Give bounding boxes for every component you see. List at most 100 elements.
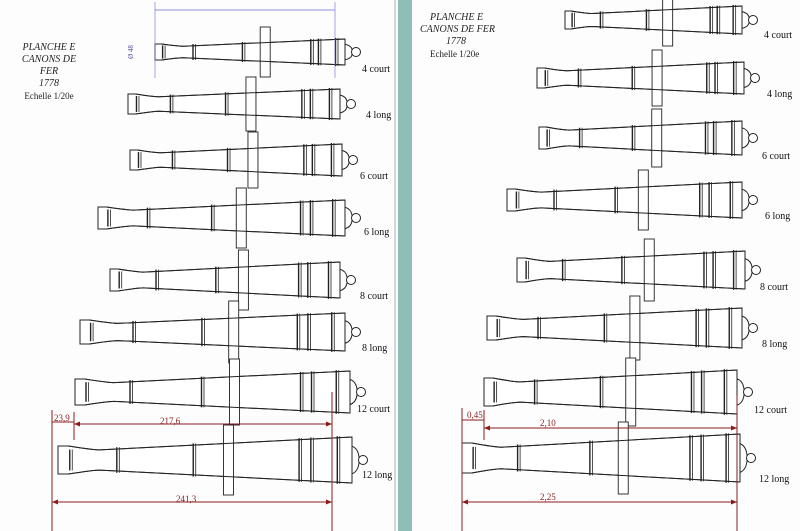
right-cannon-4-breech xyxy=(744,258,753,282)
right-cannon-7-breech xyxy=(739,443,748,473)
left-label-6-court: 6 court xyxy=(360,171,389,182)
right-cannon-1-outline xyxy=(536,61,745,95)
left-cannon-4-trunnion xyxy=(237,249,249,311)
right-cannon-6-cascabel-knob xyxy=(743,387,753,397)
right-label-4-court: 4 court xyxy=(764,30,793,41)
right-cannon-6-breech xyxy=(736,378,745,406)
right-cannon-4-cascabel-knob xyxy=(751,265,761,275)
right-cannon-3-cascabel-knob xyxy=(748,195,758,205)
left-scale-label: Echelle 1/20e xyxy=(24,91,74,101)
right-cannon-1-cascabel-knob xyxy=(750,73,760,83)
left-label-4-court: 4 court xyxy=(362,64,391,75)
left-title-line-2: CANONS DE FER xyxy=(21,54,77,77)
left-cannon-1-trunnion xyxy=(245,76,257,132)
left-cannon-5-trunnion xyxy=(228,300,240,364)
left-dim-breech: 23,9 xyxy=(54,413,70,423)
right-cannon-5-barrel xyxy=(486,307,743,349)
left-label-8-long: 8 long xyxy=(362,343,388,354)
left-cannon-2-outline xyxy=(129,143,343,177)
right-scale-label: Echelle 1/20e xyxy=(430,49,480,59)
left-cannon-3-cascabel-knob xyxy=(351,213,361,223)
left-title-line-1: PLANCHE E xyxy=(22,42,76,53)
right-cannon-drawings xyxy=(461,0,761,531)
left-cannon-6-outline xyxy=(74,370,351,414)
left-top-dimension: Ø 48 xyxy=(126,45,135,59)
left-cannon-5-cascabel-knob xyxy=(351,327,361,337)
left-label-6-long: 6 long xyxy=(364,227,390,238)
right-label-8-long: 8 long xyxy=(762,339,788,350)
right-label-4-long: 4 long xyxy=(767,89,793,100)
right-cannon-2-cascabel-knob xyxy=(748,133,758,143)
right-cannon-3-trunnion xyxy=(637,169,649,231)
right-cannon-1-trunnion xyxy=(651,49,663,107)
left-label-8-court: 8 court xyxy=(360,291,389,302)
right-cannon-1-breech xyxy=(743,67,752,89)
right-cannon-5-cascabel-knob xyxy=(748,323,758,333)
left-cannon-0-trunnion xyxy=(259,26,271,78)
left-cannon-7-barrel xyxy=(57,436,353,484)
right-cannon-5-trunnion xyxy=(629,295,641,361)
right-cannon-0-breech xyxy=(741,11,750,29)
left-cannon-5-breech xyxy=(344,320,353,344)
left-title-line-3: 1778 xyxy=(39,78,59,89)
right-title-line-1: PLANCHE E xyxy=(430,12,484,23)
left-cannon-7-outline xyxy=(57,436,353,484)
left-cannon-4-outline xyxy=(109,261,341,299)
right-dim-lower-arrow-a xyxy=(462,499,468,505)
left-dim-barrel: 217,6 xyxy=(160,416,181,426)
left-dim-total: 241,3 xyxy=(176,494,197,504)
left-cannon-4-barrel xyxy=(109,261,341,299)
left-label-12-long: 12 long xyxy=(362,470,393,481)
left-dim-lower-arrow-a xyxy=(52,499,58,505)
right-dim-barrel: 2,10 xyxy=(540,418,556,428)
left-cannon-6-trunnion xyxy=(229,358,240,426)
left-cannon-2-breech xyxy=(341,149,350,171)
right-drawing-sheet: PLANCHE E CANONS DE FER 1778 Echelle 1/2… xyxy=(412,0,800,531)
right-cannon-3-breech xyxy=(741,188,750,212)
right-cannon-7-outline xyxy=(461,433,741,483)
right-cannon-2-breech xyxy=(741,127,750,149)
right-dim-total: 2,25 xyxy=(540,492,556,502)
left-cannon-3-outline xyxy=(97,199,346,237)
left-cannon-4-cascabel-knob xyxy=(346,275,356,285)
left-cannon-3-trunnion xyxy=(235,187,247,249)
left-cannon-1-outline xyxy=(127,88,341,120)
right-cannon-5-breech xyxy=(741,315,750,341)
right-cannon-0-outline xyxy=(564,5,743,35)
right-cannon-2-outline xyxy=(538,120,743,156)
left-label-12-court: 12 court xyxy=(357,404,391,415)
left-cannon-3-breech xyxy=(344,206,353,230)
left-cannon-6-cascabel-knob xyxy=(356,387,366,397)
left-cannon-7-cascabel-knob xyxy=(358,455,368,465)
right-cannon-5-outline xyxy=(486,307,743,349)
left-label-4-long: 4 long xyxy=(366,110,392,121)
right-cannon-3-outline xyxy=(506,181,743,219)
left-cannon-0-cascabel-knob xyxy=(351,47,361,57)
left-dim-upper-arrow-a xyxy=(74,421,80,427)
left-cannon-2-trunnion xyxy=(247,131,259,189)
right-cannon-6-trunnion xyxy=(625,357,637,427)
right-dim-upper-arrow-a xyxy=(484,425,490,431)
left-cannon-6-breech xyxy=(349,378,358,406)
left-cannon-7-trunnion xyxy=(223,424,234,496)
left-dim-upper-arrow-b xyxy=(326,421,332,427)
right-cannon-7-trunnion xyxy=(617,421,629,495)
right-cannon-7-cascabel-knob xyxy=(746,453,756,463)
right-cannon-4-trunnion xyxy=(643,238,655,302)
right-cannon-0-trunnion xyxy=(662,0,674,47)
right-label-6-court: 6 court xyxy=(762,151,791,162)
left-title-block: PLANCHE E CANONS DE FER 1778 Echelle 1/2… xyxy=(14,42,84,102)
left-cannon-7-breech xyxy=(351,445,360,475)
right-dim-upper-arrow-b xyxy=(731,425,737,431)
left-cannon-drawings xyxy=(51,0,396,531)
right-label-12-court: 12 court xyxy=(754,405,788,416)
right-title-block: PLANCHE E CANONS DE FER 1778 Echelle 1/2… xyxy=(420,12,500,60)
left-cannon-0-breech xyxy=(344,43,353,61)
right-dim-lower-arrow-b xyxy=(731,499,737,505)
right-cannon-4-outline xyxy=(516,250,746,290)
left-cannon-1-breech xyxy=(339,94,348,114)
left-cannon-5-outline xyxy=(79,312,346,352)
right-label-12-long: 12 long xyxy=(759,474,790,485)
left-drawing-sheet: PLANCHE E CANONS DE FER 1778 Echelle 1/2… xyxy=(0,0,398,531)
